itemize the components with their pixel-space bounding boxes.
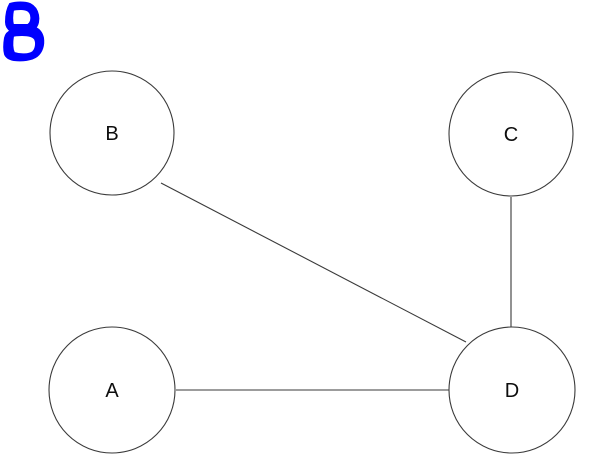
node-a[interactable]: A xyxy=(48,326,176,454)
node-b[interactable]: B xyxy=(49,70,175,196)
node-d-label: D xyxy=(505,380,519,402)
ink-stroke xyxy=(3,1,45,62)
node-c-circle[interactable] xyxy=(448,71,574,197)
node-a-circle[interactable] xyxy=(48,326,176,454)
node-d-circle[interactable] xyxy=(448,326,576,454)
handwritten-letter-b-icon xyxy=(3,1,45,62)
node-b-circle[interactable] xyxy=(49,70,175,196)
edge-layer xyxy=(160,182,512,391)
node-layer: B C A D xyxy=(48,70,576,454)
node-c[interactable]: C xyxy=(448,71,574,197)
node-a-label: A xyxy=(105,380,119,402)
node-d[interactable]: D xyxy=(448,326,576,454)
node-b-label: B xyxy=(105,123,118,145)
edge-b-d[interactable] xyxy=(160,182,467,343)
node-c-label: C xyxy=(504,124,518,146)
